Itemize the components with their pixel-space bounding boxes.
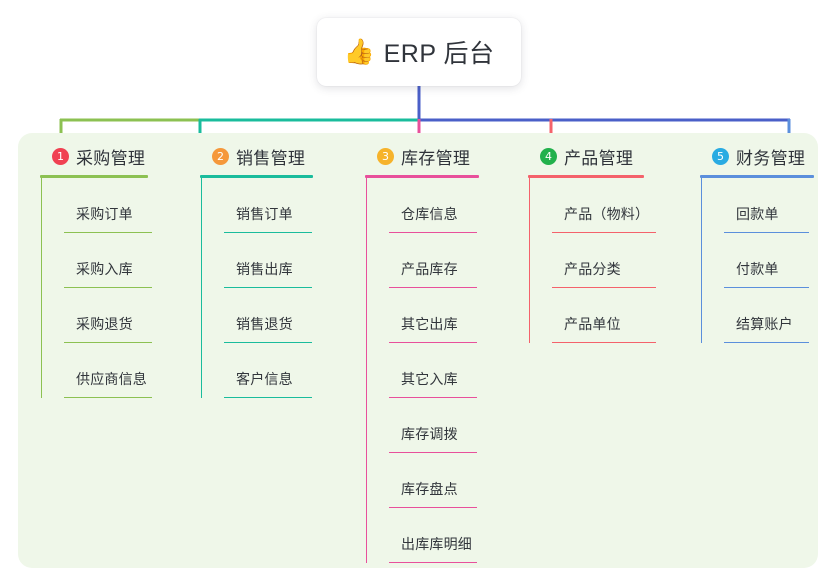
column-header-5[interactable]: 5 财务管理: [700, 144, 814, 168]
column-3: 3 库存管理仓库信息产品库存其它出库其它入库库存调拨库存盘点出库库明细: [365, 144, 479, 563]
leaf-list-3: 仓库信息产品库存其它出库其它入库库存调拨库存盘点出库库明细: [366, 178, 479, 563]
leaf-item[interactable]: 产品（物料）: [552, 178, 656, 233]
leaf-rule: [224, 286, 312, 288]
leaf-list-2: 销售订单销售出库销售退货客户信息: [201, 178, 313, 398]
leaf-label: 采购退货: [76, 316, 133, 332]
column-rule-1: [40, 175, 148, 178]
column-badge-2: 2: [212, 147, 229, 165]
leaf-label: 销售出库: [236, 261, 293, 277]
leaf-list-5: 回款单付款单结算账户: [701, 178, 814, 343]
leaf-rule: [64, 286, 152, 288]
leaf-item[interactable]: 销售出库: [224, 233, 313, 288]
leaf-rule: [389, 561, 477, 563]
leaf-rule: [224, 231, 312, 233]
leaf-rule: [552, 341, 656, 343]
leaf-item[interactable]: 库存调拨: [389, 398, 479, 453]
leaf-label: 产品单位: [564, 316, 621, 332]
branches-panel: [18, 133, 818, 568]
leaf-label: 其它出库: [401, 316, 458, 332]
leaf-rule: [64, 396, 152, 398]
root-title: ERP 后台: [383, 40, 495, 68]
leaf-label: 供应商信息: [76, 371, 147, 387]
leaf-rule: [389, 341, 477, 343]
leaf-item[interactable]: 产品库存: [389, 233, 479, 288]
leaf-item[interactable]: 仓库信息: [389, 178, 479, 233]
leaf-item[interactable]: 出库库明细: [389, 508, 479, 563]
leaf-label: 出库库明细: [401, 536, 472, 552]
column-header-1[interactable]: 1 采购管理: [40, 144, 148, 168]
leaf-item[interactable]: 库存盘点: [389, 453, 479, 508]
leaf-label: 结算账户: [736, 316, 793, 332]
column-title-2: 销售管理: [236, 148, 306, 168]
leaf-rule: [389, 396, 477, 398]
leaf-rule: [224, 396, 312, 398]
column-title-3: 库存管理: [401, 148, 471, 168]
leaf-label: 销售订单: [236, 206, 293, 222]
leaf-list-1: 采购订单采购入库采购退货供应商信息: [41, 178, 152, 398]
leaf-rule: [389, 451, 477, 453]
column-rule-2: [200, 175, 313, 178]
column-1: 1 采购管理采购订单采购入库采购退货供应商信息: [40, 144, 152, 398]
leaf-item[interactable]: 供应商信息: [64, 343, 152, 398]
leaf-label: 采购订单: [76, 206, 133, 222]
leaf-label: 产品分类: [564, 261, 621, 277]
column-header-3[interactable]: 3 库存管理: [365, 144, 479, 168]
leaf-label: 销售退货: [236, 316, 293, 332]
leaf-rule: [389, 286, 477, 288]
column-header-2[interactable]: 2 销售管理: [200, 144, 313, 168]
leaf-item[interactable]: 销售退货: [224, 288, 313, 343]
column-rule-3: [365, 175, 479, 178]
leaf-rule: [224, 341, 312, 343]
leaf-rule: [64, 341, 152, 343]
leaf-rule: [552, 286, 656, 288]
column-title-4: 产品管理: [564, 148, 634, 168]
leaf-label: 仓库信息: [401, 206, 458, 222]
column-4: 4 产品管理产品（物料） 产品分类产品单位: [528, 144, 656, 343]
column-5: 5 财务管理回款单付款单结算账户: [700, 144, 814, 343]
thumbs-up-icon: 👍: [343, 37, 375, 66]
leaf-rule: [389, 506, 477, 508]
leaf-item[interactable]: 回款单: [724, 178, 814, 233]
leaf-item[interactable]: 采购订单: [64, 178, 152, 233]
leaf-item[interactable]: 客户信息: [224, 343, 313, 398]
column-2: 2 销售管理销售订单销售出库销售退货客户信息: [200, 144, 313, 398]
leaf-item[interactable]: 付款单: [724, 233, 814, 288]
column-title-1: 采购管理: [76, 148, 146, 168]
leaf-item[interactable]: 采购退货: [64, 288, 152, 343]
leaf-item[interactable]: 产品单位: [552, 288, 656, 343]
leaf-item[interactable]: 产品分类: [552, 233, 656, 288]
leaf-item[interactable]: 其它入库: [389, 343, 479, 398]
leaf-label: 客户信息: [236, 371, 293, 387]
leaf-label: 库存调拨: [401, 426, 458, 442]
leaf-item[interactable]: 采购入库: [64, 233, 152, 288]
column-rule-5: [700, 175, 814, 178]
leaf-item[interactable]: 其它出库: [389, 288, 479, 343]
leaf-label: 付款单: [736, 261, 779, 277]
column-rule-4: [528, 175, 644, 178]
leaf-label: 采购入库: [76, 261, 133, 277]
column-badge-3: 3: [377, 147, 394, 165]
leaf-list-4: 产品（物料） 产品分类产品单位: [529, 178, 656, 343]
leaf-rule: [724, 231, 809, 233]
leaf-label: 产品（物料）: [564, 206, 650, 222]
leaf-label: 库存盘点: [401, 481, 458, 497]
leaf-label: 其它入库: [401, 371, 458, 387]
column-badge-1: 1: [52, 147, 69, 165]
leaf-label: 产品库存: [401, 261, 458, 277]
column-header-4[interactable]: 4 产品管理: [528, 144, 644, 168]
leaf-rule: [552, 231, 656, 233]
column-badge-4: 4: [540, 147, 557, 165]
leaf-rule: [724, 341, 809, 343]
leaf-rule: [64, 231, 152, 233]
column-badge-5: 5: [712, 147, 729, 165]
leaf-rule: [724, 286, 809, 288]
root-node[interactable]: 👍 ERP 后台: [317, 18, 521, 86]
leaf-label: 回款单: [736, 206, 779, 222]
leaf-rule: [389, 231, 477, 233]
leaf-item[interactable]: 销售订单: [224, 178, 313, 233]
leaf-item[interactable]: 结算账户: [724, 288, 814, 343]
column-title-5: 财务管理: [736, 148, 806, 168]
